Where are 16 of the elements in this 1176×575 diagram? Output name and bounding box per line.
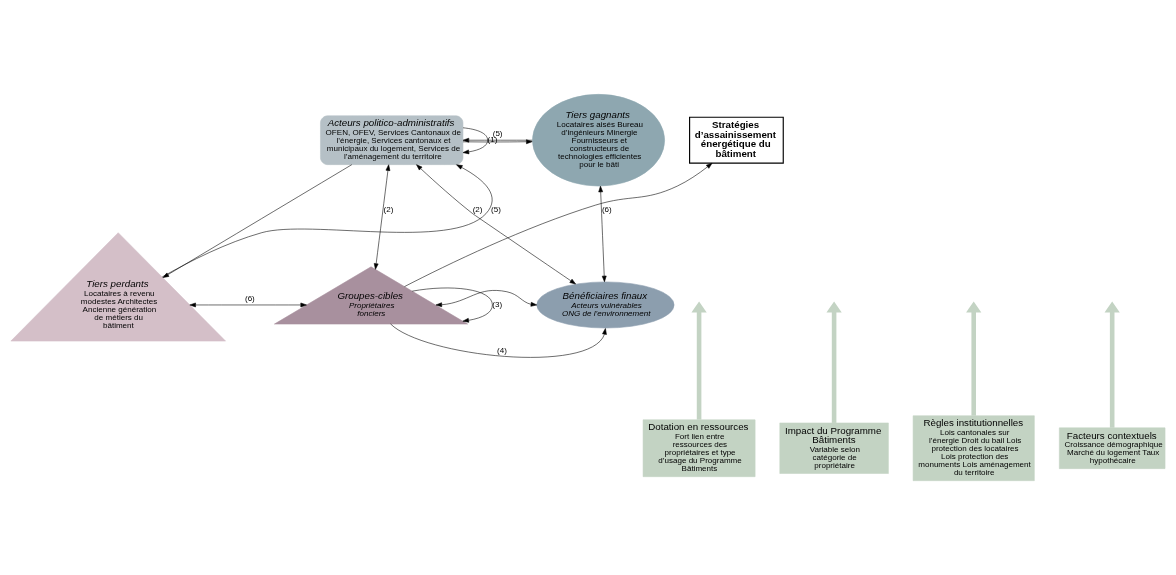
arrow — [404, 162, 713, 287]
arrow — [161, 164, 493, 278]
arrow — [373, 164, 391, 270]
arrow — [462, 127, 488, 155]
arrow — [416, 164, 576, 285]
arrow — [966, 301, 982, 416]
arrow — [826, 301, 842, 423]
arrow — [411, 287, 493, 323]
arrow — [598, 185, 607, 283]
arrow — [189, 302, 307, 308]
arrow — [1104, 301, 1120, 428]
arrow — [162, 164, 353, 278]
arrow — [691, 301, 707, 420]
node-box: Stratégies d’assainissement énergétique du bâtiment — [689, 116, 784, 164]
arrow — [390, 323, 607, 358]
arrow — [435, 290, 538, 308]
